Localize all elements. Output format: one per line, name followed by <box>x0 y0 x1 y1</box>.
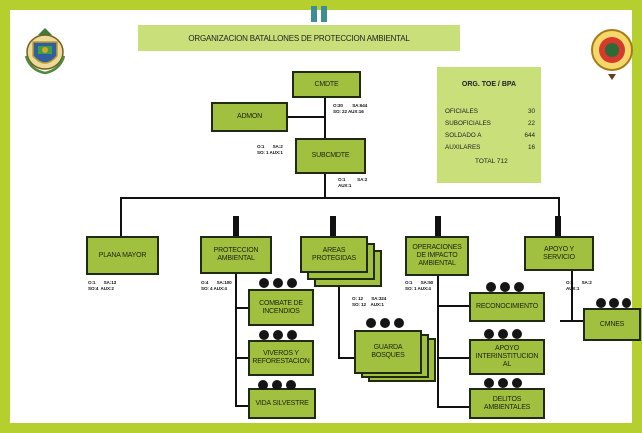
dot-icon <box>287 330 297 340</box>
connector-line <box>235 264 237 406</box>
connector-line <box>571 269 573 321</box>
personnel-note: O:1 SA:2 AUX:1 <box>566 280 592 291</box>
connector-line <box>437 357 471 359</box>
node-cmnes: CMNES <box>583 308 641 341</box>
dot-icon <box>500 282 510 292</box>
personnel-note: O:30 SA:644 SO: 22 AUX:16 <box>333 103 368 114</box>
dot-icon <box>287 278 297 288</box>
dot-icon <box>394 318 404 328</box>
dot-icon <box>366 318 376 328</box>
dot-icon <box>258 380 268 390</box>
node-combate-incendios: COMBATE DE INCENDIOS <box>248 289 314 326</box>
connector-line <box>338 357 356 359</box>
personnel-note: O:4 SA:100 SO: 4 AUX:4 <box>201 280 232 291</box>
dot-icon <box>272 380 282 390</box>
connector-line <box>437 305 471 307</box>
dot-icon <box>498 329 508 339</box>
connector-line <box>235 307 249 309</box>
dot-icon <box>596 298 606 308</box>
node-delitos-ambientales: DELITOS AMBIENTALES <box>469 388 545 419</box>
connector-stub <box>233 216 239 236</box>
connector-line <box>324 172 326 198</box>
node-subcmdte: SUBCMDTE <box>295 138 366 174</box>
dot-icon <box>498 378 508 388</box>
connector-stub <box>555 216 561 236</box>
connector-line <box>287 116 325 118</box>
personnel-note: O: 12 SA:324 SO: 12 AUX:1 <box>352 296 387 307</box>
node-operaciones-impacto: OPERACIONES DE IMPACTO AMBIENTAL <box>405 236 469 276</box>
node-admon: ADMON <box>211 102 288 132</box>
connector-line <box>338 262 340 358</box>
dot-icon <box>273 330 283 340</box>
personnel-note: O:1 SA:2 SO: 1 AUX:1 <box>257 144 283 155</box>
seal-emblem-icon <box>591 29 633 80</box>
connector-line <box>437 406 471 408</box>
node-vida-silvestre: VIDA SILVESTRE <box>248 388 316 419</box>
dot-icon <box>259 278 269 288</box>
dot-icon <box>512 378 522 388</box>
node-cmdte: CMDTE <box>292 71 361 98</box>
personnel-note: O:1 SA:50 SO: 1 AUX:4 <box>405 280 434 291</box>
node-proteccion-ambiental: PROTECCION AMBIENTAL <box>200 236 272 274</box>
dot-icon <box>484 329 494 339</box>
node-apoyo-interinstitucional: APOYO INTERINSTITUCION AL <box>469 339 545 375</box>
dot-icon <box>380 318 390 328</box>
connector-line <box>437 275 439 408</box>
summary-heading: ORG. TOE / BPA <box>461 81 517 88</box>
shield-emblem-icon <box>24 28 66 75</box>
dot-icon <box>259 330 269 340</box>
node-reconocimiento: RECONOCIMIENTO <box>469 292 545 322</box>
dot-icon <box>514 282 524 292</box>
dot-icon <box>486 282 496 292</box>
connector-stub <box>330 216 336 236</box>
connector-line <box>560 320 584 322</box>
connector-line <box>120 197 560 199</box>
node-viveros-reforestacion: VIVEROS Y REFORESTACION <box>248 340 314 376</box>
dot-icon <box>273 278 283 288</box>
connector-stub <box>435 216 441 236</box>
dot-icon <box>286 380 296 390</box>
page-title: ORGANIZACION BATALLONES DE PROTECCION AM… <box>138 25 460 51</box>
accent-bar <box>309 6 332 22</box>
personnel-note: O:1 SA:13 SO:4 AUX:2 <box>88 280 117 291</box>
connector-line <box>235 405 249 407</box>
connector-line <box>324 96 326 138</box>
dot-icon <box>609 298 619 308</box>
personnel-note: O:1 SA:2 AUX:1 <box>338 177 368 188</box>
node-plana-mayor: PLANA MAYOR <box>86 236 159 275</box>
node-guarda-bosques: GUARDA BOSQUES <box>354 330 422 374</box>
node-apoyo-servicio: APOYO Y SERVICIO <box>524 236 594 271</box>
node-areas-protegidas: AREAS PROTEGIDAS <box>300 236 368 273</box>
connector-line <box>120 197 122 239</box>
dot-icon <box>484 378 494 388</box>
dot-icon <box>622 298 631 308</box>
dot-icon <box>512 329 522 339</box>
connector-line <box>235 357 249 359</box>
summary-total: TOTAL 712 <box>475 158 508 165</box>
